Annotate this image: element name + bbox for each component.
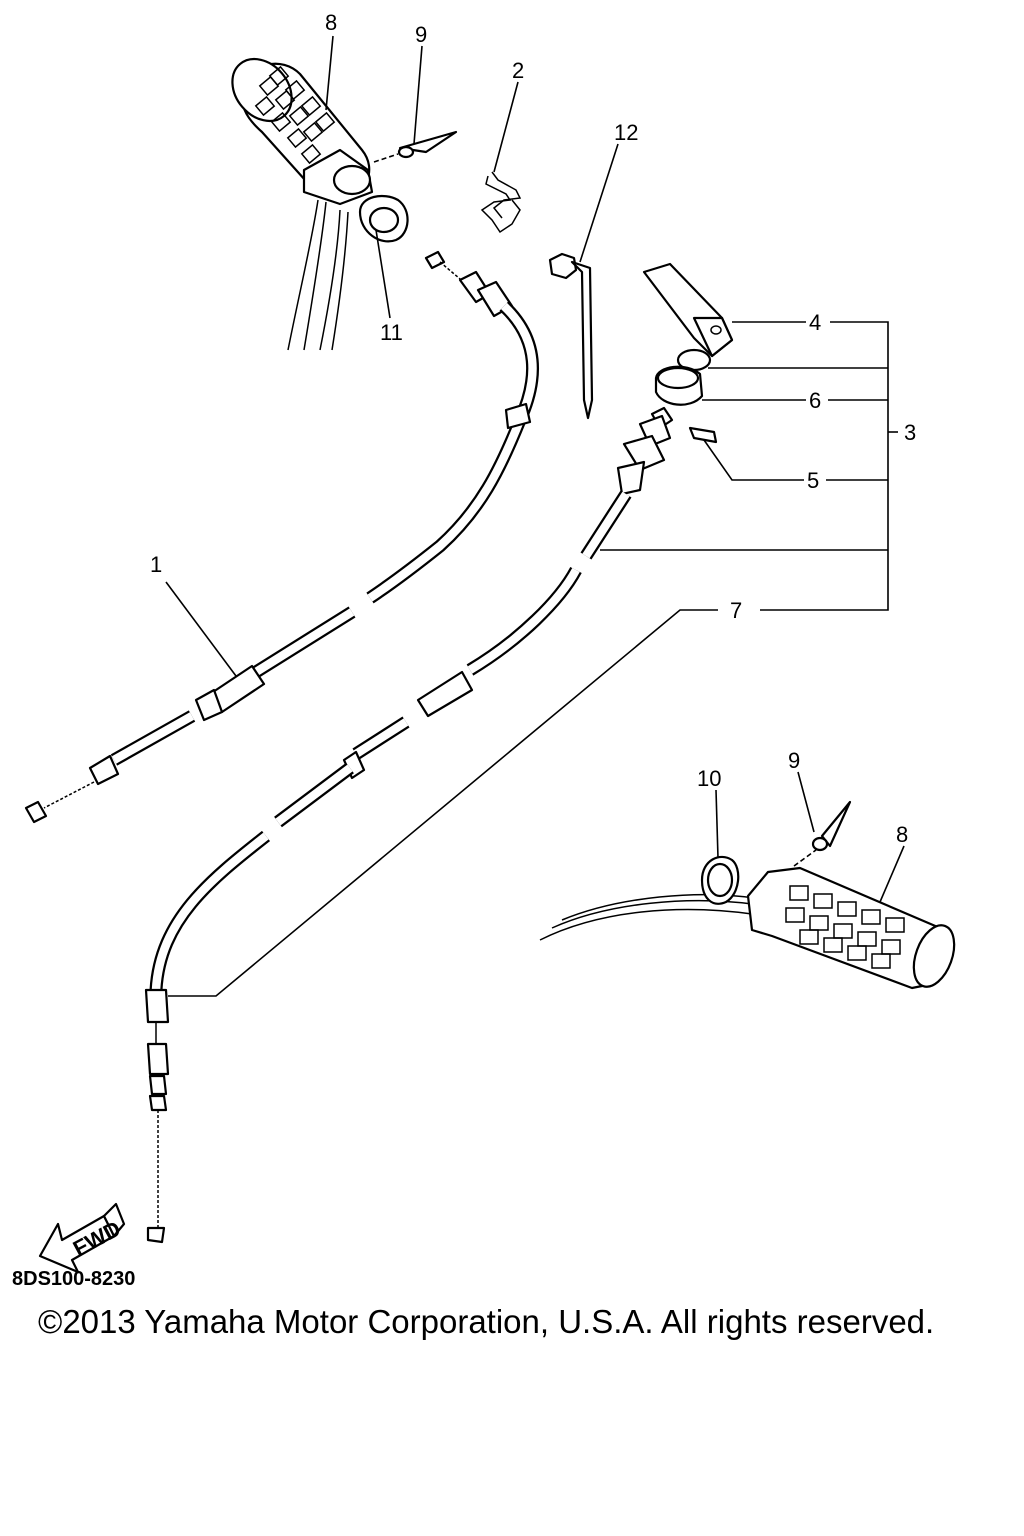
band-12 — [548, 252, 594, 420]
ring-11 — [358, 194, 409, 243]
part-label-10: 10 — [697, 766, 721, 791]
part-label-5: 5 — [807, 468, 819, 493]
copyright-notice: ©2013 Yamaha Motor Corporation, U.S.A. A… — [38, 1303, 935, 1340]
part-label-9-bottom: 9 — [788, 748, 800, 773]
pin-5 — [688, 426, 718, 444]
throttle-lever-4 — [642, 262, 734, 358]
part-labels: 8 9 2 12 11 4 6 3 5 1 7 10 9 8 — [150, 10, 916, 847]
drawing-code: 8DS100-8230 — [12, 1268, 136, 1290]
part-label-11: 11 — [380, 320, 403, 345]
part-label-6: 6 — [809, 388, 821, 413]
pin-top — [373, 130, 458, 163]
part-label-1: 1 — [150, 552, 162, 577]
collar-6 — [654, 348, 712, 406]
part-label-8-top: 8 — [325, 10, 337, 35]
left-grip — [231, 57, 374, 351]
cable-7 — [144, 406, 674, 1244]
part-label-12: 12 — [614, 120, 638, 145]
cable-1 — [24, 250, 540, 824]
part-label-7: 7 — [730, 598, 742, 623]
clip-2 — [480, 171, 522, 234]
pin-bottom — [793, 800, 852, 867]
part-label-3: 3 — [904, 420, 916, 445]
leader-lines — [165, 35, 905, 997]
part-label-8-bottom: 8 — [896, 822, 908, 847]
part-label-4: 4 — [809, 310, 821, 335]
ring-10 — [700, 855, 740, 905]
part-label-2: 2 — [512, 58, 524, 83]
right-grip — [539, 866, 956, 990]
part-label-9-top: 9 — [415, 22, 427, 47]
fwd-arrow: FWD — [38, 1202, 126, 1274]
